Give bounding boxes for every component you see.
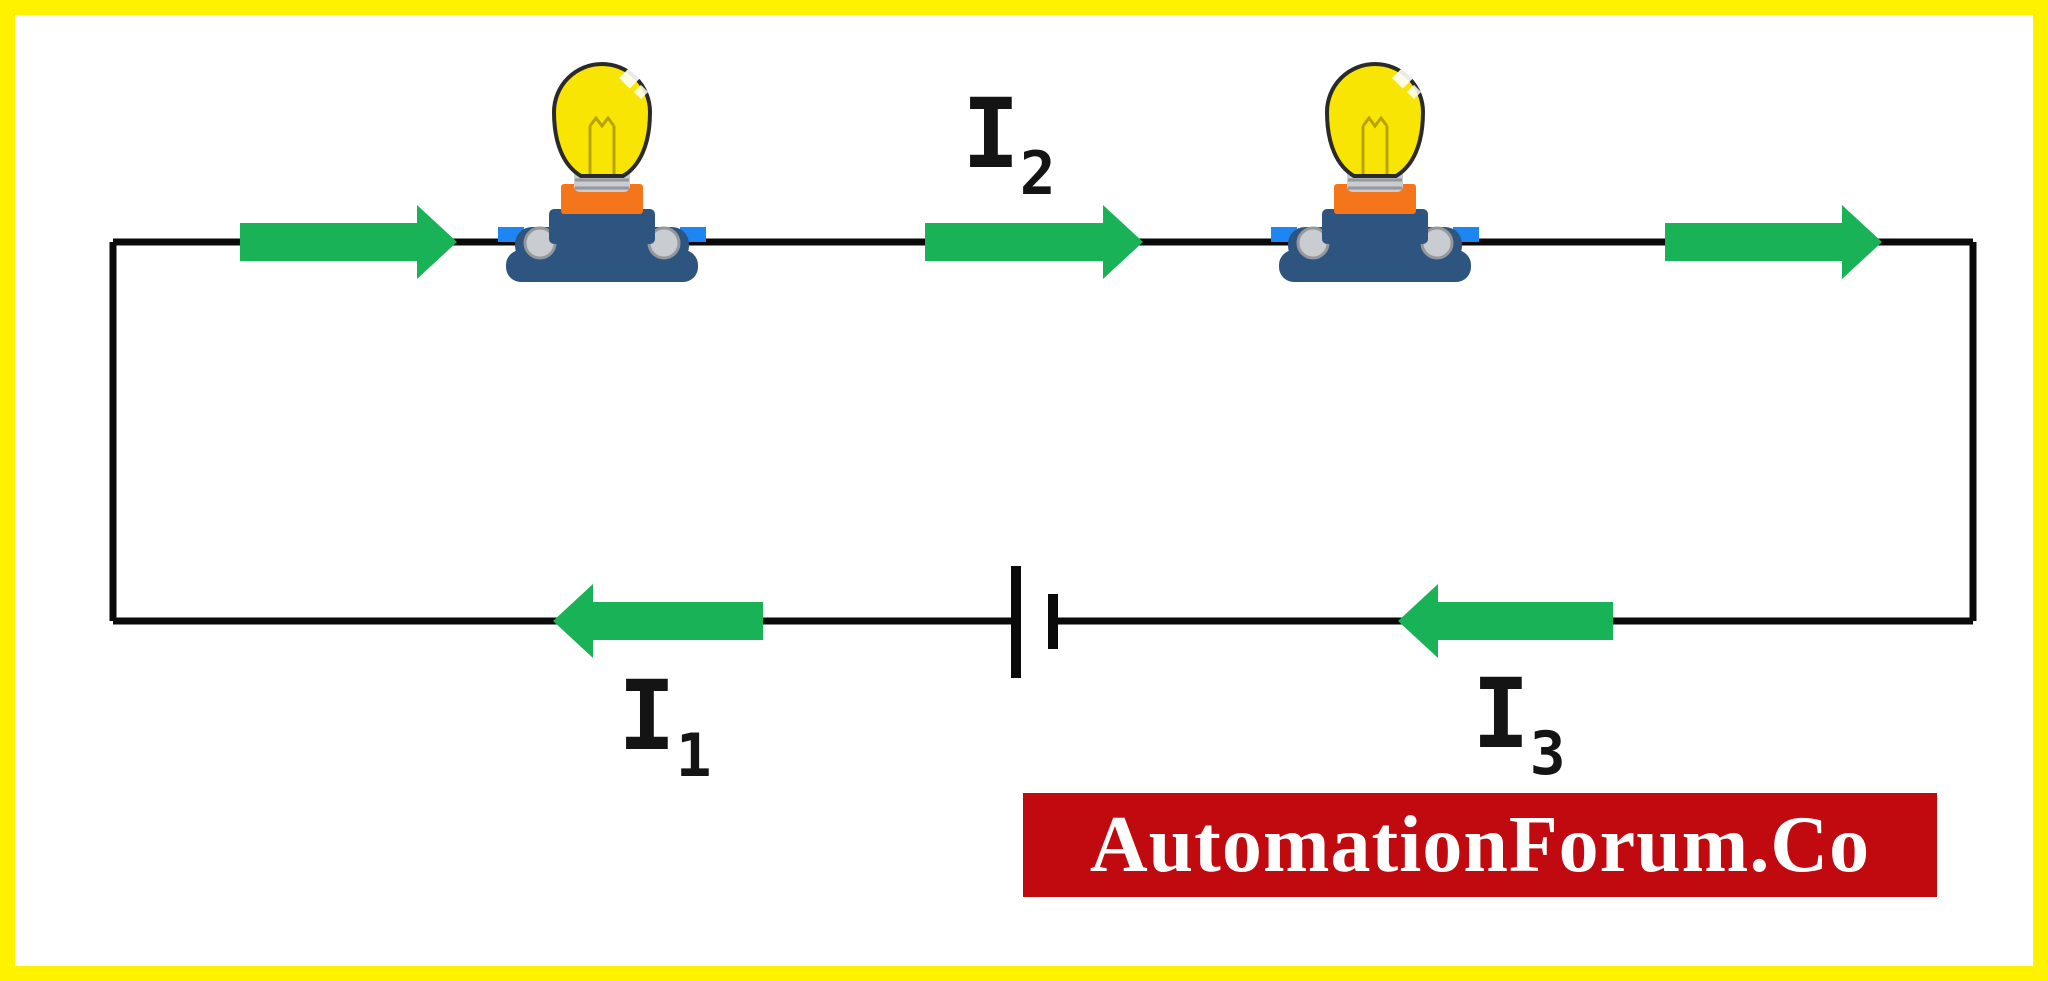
label-i1-base: I xyxy=(618,660,676,772)
current-label-i3: I3 xyxy=(1472,666,1566,784)
label-i2-base: I xyxy=(962,78,1020,190)
label-i3-base: I xyxy=(1472,658,1530,770)
current-label-i1: I1 xyxy=(618,668,712,786)
light-bulb-1 xyxy=(496,62,708,284)
label-i3-subscript: 3 xyxy=(1529,719,1566,789)
current-arrow-top-right-right-icon xyxy=(1665,205,1882,279)
current-arrow-i3-left-icon xyxy=(1398,584,1613,658)
label-i2-subscript: 2 xyxy=(1019,139,1056,209)
label-i1-subscript: 1 xyxy=(675,721,712,791)
watermark-banner: AutomationForum.Co xyxy=(1023,793,1937,897)
current-arrow-i1-left-icon xyxy=(553,584,763,658)
current-label-i2: I2 xyxy=(962,86,1056,204)
light-bulb-2 xyxy=(1269,62,1481,284)
current-arrow-top-left-right-icon xyxy=(240,205,457,279)
current-arrow-i2-right-icon xyxy=(925,205,1143,279)
